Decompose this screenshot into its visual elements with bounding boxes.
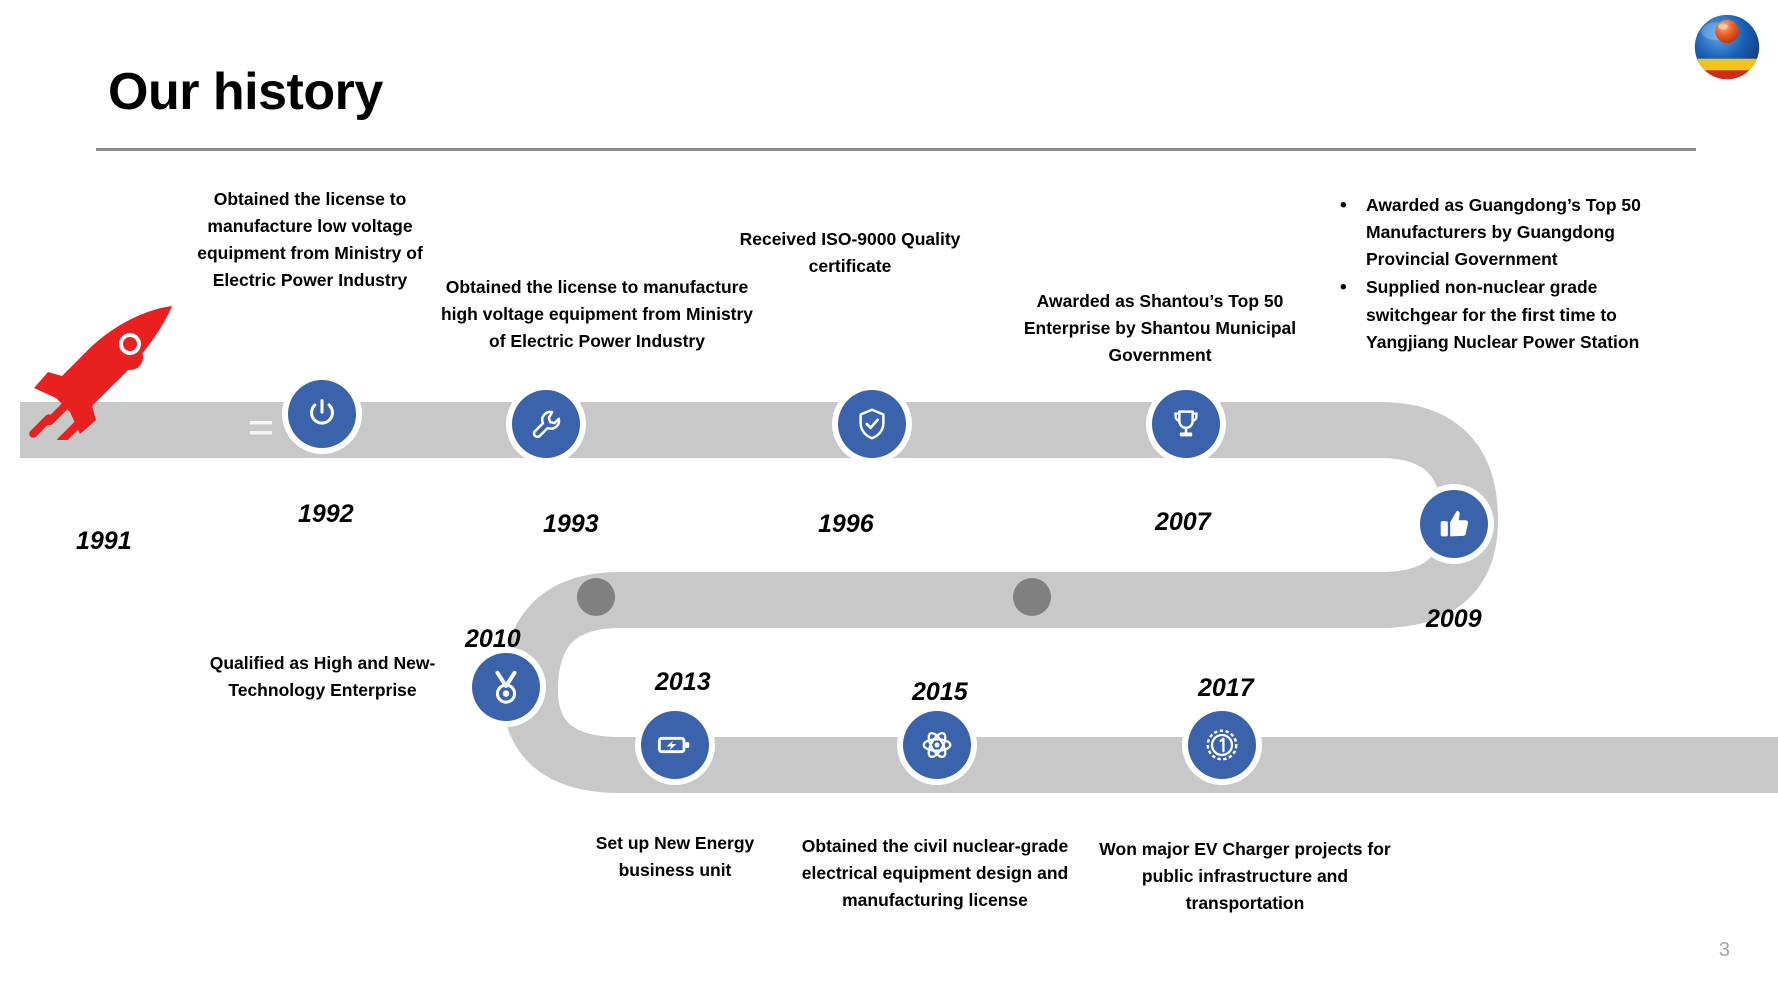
list-item: Supplied non-nuclear grade switchgear fo… xyxy=(1340,273,1670,355)
shield-check-icon xyxy=(859,408,885,440)
medal-icon xyxy=(495,670,517,704)
rocket-icon xyxy=(22,300,182,446)
milestone-node-2015[interactable] xyxy=(903,711,971,779)
road-dot-right xyxy=(1013,578,1051,616)
milestone-node-2009[interactable] xyxy=(1420,490,1488,558)
company-globe-logo xyxy=(1688,8,1766,86)
milestone-text-2010: Qualified as High and New-Technology Ent… xyxy=(209,653,436,701)
page-title: Our history xyxy=(108,63,383,121)
milestone-text-2007: Awarded as Shantou’s Top 50 Enterprise b… xyxy=(1023,291,1297,366)
year-label-2007: 2007 xyxy=(1155,508,1211,536)
year-label-2013: 2013 xyxy=(655,668,711,696)
milestone-node-2007[interactable] xyxy=(1152,390,1220,458)
milestone-node-1993[interactable] xyxy=(512,390,580,458)
year-label-2009: 2009 xyxy=(1426,605,1482,633)
power-button-icon xyxy=(310,399,334,425)
milestone-node-2017[interactable] xyxy=(1188,711,1256,779)
year-label-1992: 1992 xyxy=(298,500,354,528)
list-item: Awarded as Guangdong’s Top 50 Manufactur… xyxy=(1340,191,1670,273)
award-badge-icon xyxy=(1206,729,1238,761)
milestone-text-2015: Obtained the civil nuclear-grade electri… xyxy=(801,836,1069,911)
year-label-1996: 1996 xyxy=(818,510,874,538)
year-label-1993: 1993 xyxy=(543,510,599,538)
milestone-node-2013[interactable] xyxy=(641,711,709,779)
milestone-node-1992[interactable] xyxy=(288,380,356,448)
wrench-icon xyxy=(532,410,561,439)
road-dot-left xyxy=(577,578,615,616)
page-number: 3 xyxy=(1718,939,1730,961)
year-label-1991: 1991 xyxy=(76,527,132,555)
year-label-2017: 2017 xyxy=(1198,674,1254,702)
milestone-text-1996: Received ISO-9000 Quality certificate xyxy=(739,229,961,277)
year-label-2015: 2015 xyxy=(912,678,968,706)
year-label-2010: 2010 xyxy=(465,625,521,653)
milestone-node-2010[interactable] xyxy=(472,653,540,721)
battery-charging-icon xyxy=(657,736,690,754)
atom-icon xyxy=(922,731,952,759)
milestone-text-2017: Won major EV Charger projects for public… xyxy=(1099,839,1391,914)
trophy-icon xyxy=(1174,410,1198,437)
milestone-text-2013: Set up New Energy business unit xyxy=(595,833,755,881)
thumbs-up-icon xyxy=(1440,510,1469,537)
title-divider xyxy=(96,148,1696,151)
milestone-node-1996[interactable] xyxy=(838,390,906,458)
milestone-text-2009: Awarded as Guangdong’s Top 50 Manufactur… xyxy=(1340,191,1670,356)
milestone-text-1992: Obtained the license to manufacture low … xyxy=(197,189,423,291)
milestone-text-1993: Obtained the license to manufacture high… xyxy=(440,277,754,352)
